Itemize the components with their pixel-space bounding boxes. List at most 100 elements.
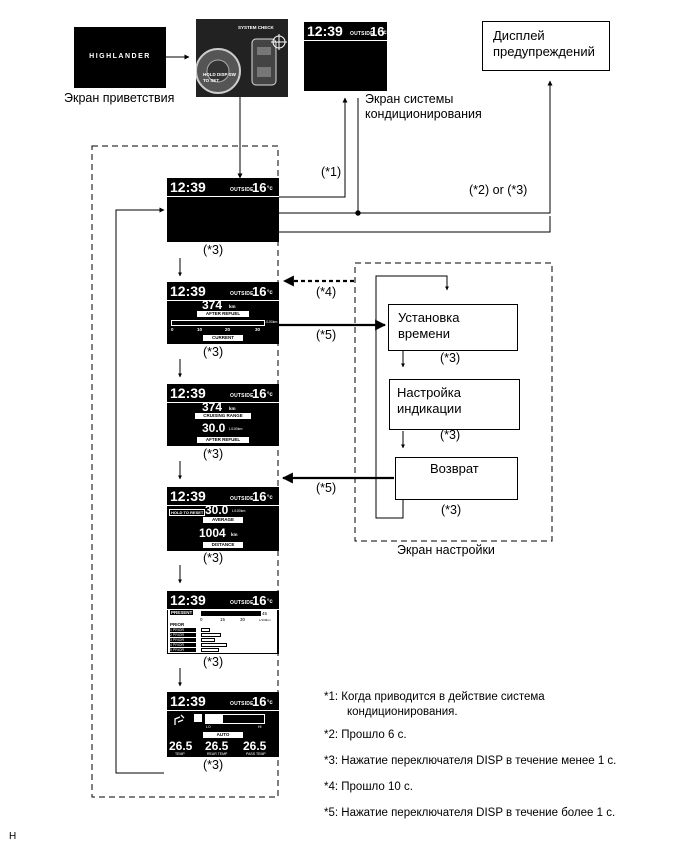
cruising-range-plate: CRUISING RANGE bbox=[195, 413, 251, 419]
set-time-box: Установка времени bbox=[388, 304, 518, 351]
range-value: 374 bbox=[202, 400, 223, 414]
outside-temp: 16 bbox=[370, 24, 385, 39]
main-screen-climate: 12:39 OUTSIDE 16 °c LO HI AUTO 26.5 26.5… bbox=[167, 692, 279, 757]
clock-time: 12:39 bbox=[170, 592, 206, 608]
prior-row-3: 3 PRIOR bbox=[170, 638, 196, 642]
system-check-title: SYSTEM CHECK bbox=[238, 25, 274, 30]
label-c1: (*1) bbox=[321, 165, 342, 179]
prior-label: PRIOR bbox=[170, 622, 185, 627]
average-unit: L/100km bbox=[232, 509, 246, 513]
fuel-value: 30.0 bbox=[202, 421, 226, 435]
label-c2c3: (*2) or (*3) bbox=[469, 183, 528, 197]
scale-unit: L/100km bbox=[264, 320, 278, 324]
gauge-graphic bbox=[196, 34, 287, 94]
outside-temp: 16 bbox=[252, 386, 267, 401]
display-setting-label-1: Настройка bbox=[397, 385, 461, 400]
outside-temp: 16 bbox=[252, 284, 267, 299]
outside-temp: 16 bbox=[252, 593, 267, 608]
prior-bar-1 bbox=[201, 628, 210, 632]
prior-row-1: 1 PRIOR bbox=[170, 628, 196, 632]
fan-hi: HI bbox=[258, 725, 262, 729]
pass-temp-label: PASS TEMP bbox=[246, 752, 266, 756]
average-value: 30.0 bbox=[205, 503, 229, 517]
warning-display-label-2: предупреждений bbox=[493, 44, 595, 59]
temp-unit: °c bbox=[267, 290, 273, 296]
temp-passenger: 26.5 bbox=[243, 739, 267, 753]
ac-screen-caption-1: Экран системы bbox=[365, 92, 454, 106]
main-screen-range: 12:39 OUTSIDE 16 °c 374 km AFTER REFUEL … bbox=[167, 282, 279, 344]
distance-unit: km bbox=[231, 532, 238, 537]
main-screen-cruising: 12:39 OUTSIDE 16 °c 374 km CRUISING RANG… bbox=[167, 384, 279, 446]
prior-row-4: 4 PRIOR bbox=[170, 643, 196, 647]
label-c3-2: (*3) bbox=[203, 345, 224, 359]
label-c3-6: (*3) bbox=[203, 758, 224, 772]
current-plate: CURRENT bbox=[203, 335, 243, 341]
system-check-screen: SYSTEM CHECK HOLD DISP SW TO SET bbox=[196, 19, 288, 97]
prior-bar-3 bbox=[201, 638, 215, 642]
warning-display-label-1: Дисплей bbox=[493, 28, 545, 43]
note-3: *3: Нажатие переключателя DISP в течение… bbox=[324, 755, 617, 767]
temp-driver: 26.5 bbox=[169, 739, 193, 753]
after-refuel-plate: AFTER REFUEL bbox=[197, 311, 249, 317]
label-c5-b: (*5) bbox=[316, 481, 337, 495]
note-2: *2: Прошло 6 с. bbox=[324, 729, 407, 741]
prior-bar-4 bbox=[201, 643, 227, 647]
system-check-line2: TO SET bbox=[203, 78, 220, 83]
distance-value: 1004 bbox=[199, 526, 226, 540]
prior-bar-5 bbox=[201, 648, 219, 652]
hold-to-reset: HOLD TO RESET bbox=[169, 509, 206, 516]
system-check-line1: HOLD DISP SW bbox=[203, 72, 236, 77]
prior-row-2: 2 PRIOR bbox=[170, 633, 196, 637]
back-box: Возврат bbox=[395, 457, 518, 500]
clock-time: 12:39 bbox=[170, 283, 206, 299]
scale-0: 0 bbox=[171, 327, 174, 332]
rear-temp-label: REAR TEMP bbox=[207, 752, 228, 756]
welcome-caption: Экран приветствия bbox=[64, 91, 175, 105]
average-plate: AVERAGE bbox=[203, 517, 243, 523]
ac-screen: 12:39 OUTSIDE 16 °c bbox=[304, 22, 387, 91]
note-4: *4: Прошло 10 с. bbox=[324, 781, 413, 793]
set-time-label-2: времени bbox=[398, 326, 450, 341]
temp-unit: °c bbox=[267, 599, 273, 605]
label-c3-5: (*3) bbox=[203, 655, 224, 669]
outside-label: OUTSIDE bbox=[230, 701, 254, 707]
present-label: PRESENT bbox=[170, 610, 194, 615]
seat-airflow-icon bbox=[174, 714, 185, 725]
fuel-bar bbox=[171, 320, 265, 326]
display-setting-box: Настройка индикации bbox=[389, 379, 520, 430]
outside-label: OUTSIDE bbox=[230, 291, 254, 297]
note-1a: *1: Когда приводится в действие система bbox=[324, 691, 545, 703]
prior-row-5: 5 PRIOR bbox=[170, 648, 196, 652]
main-screen-history: 12:39 OUTSIDE 16 °c PRESENT PRIOR 0 15 3… bbox=[167, 591, 279, 654]
corner-mark: H bbox=[9, 831, 17, 842]
note-5: *5: Нажатие переключателя DISP в течение… bbox=[324, 807, 616, 819]
set-time-label-1: Установка bbox=[398, 310, 460, 325]
outside-label: OUTSIDE bbox=[230, 496, 254, 502]
label-c3-s1: (*3) bbox=[440, 351, 461, 365]
warning-display-box: Дисплей предупреждений bbox=[482, 21, 610, 71]
outside-temp: 16 bbox=[252, 694, 267, 709]
label-c3-1: (*3) bbox=[203, 243, 224, 257]
fan-lo: LO bbox=[206, 725, 211, 729]
brand-logo: HIGHLANDER bbox=[89, 53, 151, 60]
outside-label: OUTSIDE bbox=[350, 31, 374, 37]
outside-temp: 16 bbox=[252, 180, 267, 195]
back-label: Возврат bbox=[430, 461, 479, 476]
scale-20: 20 bbox=[225, 327, 231, 332]
clock-time: 12:39 bbox=[307, 23, 343, 39]
temp-unit: °c bbox=[267, 700, 273, 706]
auto-plate: AUTO bbox=[203, 732, 243, 738]
scale-unit: L/100km bbox=[259, 618, 271, 622]
scale-0: 0 bbox=[200, 617, 203, 622]
outside-label: OUTSIDE bbox=[230, 393, 254, 399]
temp-unit: °c bbox=[267, 495, 273, 501]
distance-plate: DISTANCE bbox=[203, 542, 243, 548]
label-c3-4: (*3) bbox=[203, 551, 224, 565]
label-c3-s3: (*3) bbox=[441, 503, 462, 517]
present-bar bbox=[201, 611, 261, 616]
temp-unit: °c bbox=[267, 392, 273, 398]
temp-label: TEMP bbox=[175, 752, 185, 756]
temp-rear: 26.5 bbox=[205, 739, 229, 753]
label-c4: (*4) bbox=[316, 285, 337, 299]
